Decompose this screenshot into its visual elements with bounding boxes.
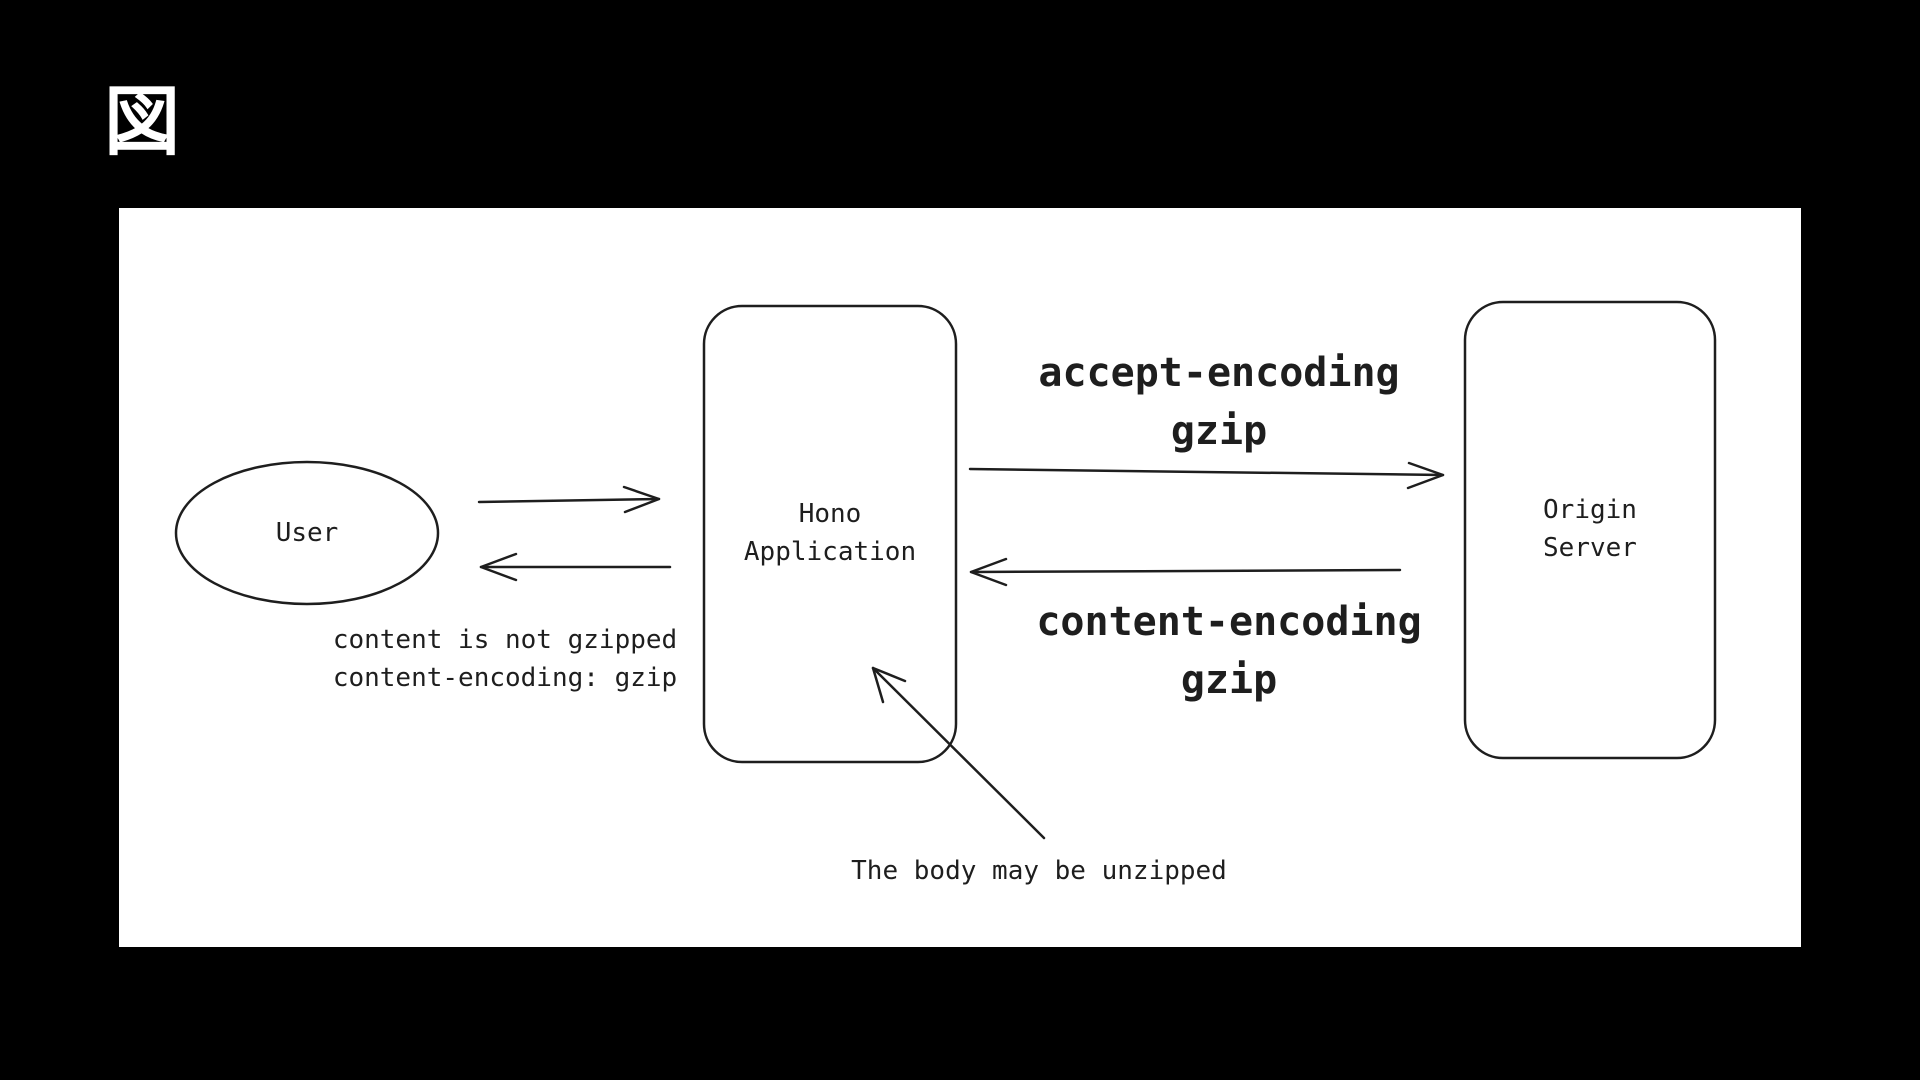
response-header-label: content-encoding gzip (989, 593, 1469, 709)
hono-app-node-label: Hono Application (710, 495, 950, 571)
origin-label-line1: Origin (1543, 495, 1637, 525)
user-response-note-line1: content is not gzipped (332, 625, 678, 655)
hono-label-line1: Hono (798, 499, 862, 529)
response-header-line1: content-encoding (1036, 599, 1422, 645)
response-header-line2: gzip (1180, 657, 1278, 703)
request-header-line2: gzip (1170, 408, 1268, 454)
arrow-annotation-to-hono (871, 666, 1046, 840)
arrow-hono-to-origin (968, 461, 1445, 490)
user-node-shape (174, 460, 440, 606)
user-response-note-line2: content-encoding: gzip (332, 663, 678, 693)
arrow-user-to-hono (477, 485, 661, 514)
request-header-label: accept-encoding gzip (999, 344, 1439, 460)
user-response-note: content is not gzipped content-encoding:… (295, 621, 715, 697)
user-node-label: User (275, 518, 339, 548)
arrow-origin-to-hono (969, 557, 1402, 587)
origin-server-node-shape (1463, 300, 1717, 760)
hono-label-line2: Application (743, 537, 917, 567)
request-header-line1: accept-encoding (1038, 350, 1400, 396)
origin-label-line2: Server (1543, 533, 1637, 563)
diagram-canvas (174, 300, 1717, 840)
slide-title-glyph: 図 (104, 77, 180, 166)
origin-server-node-label: Origin Server (1470, 491, 1710, 567)
body-unzipped-annotation: The body may be unzipped (851, 856, 1227, 886)
hono-app-node-shape (702, 304, 958, 764)
diagram-panel: User Hono Application Origin Server acce… (119, 208, 1801, 947)
arrow-hono-to-user (479, 552, 672, 582)
